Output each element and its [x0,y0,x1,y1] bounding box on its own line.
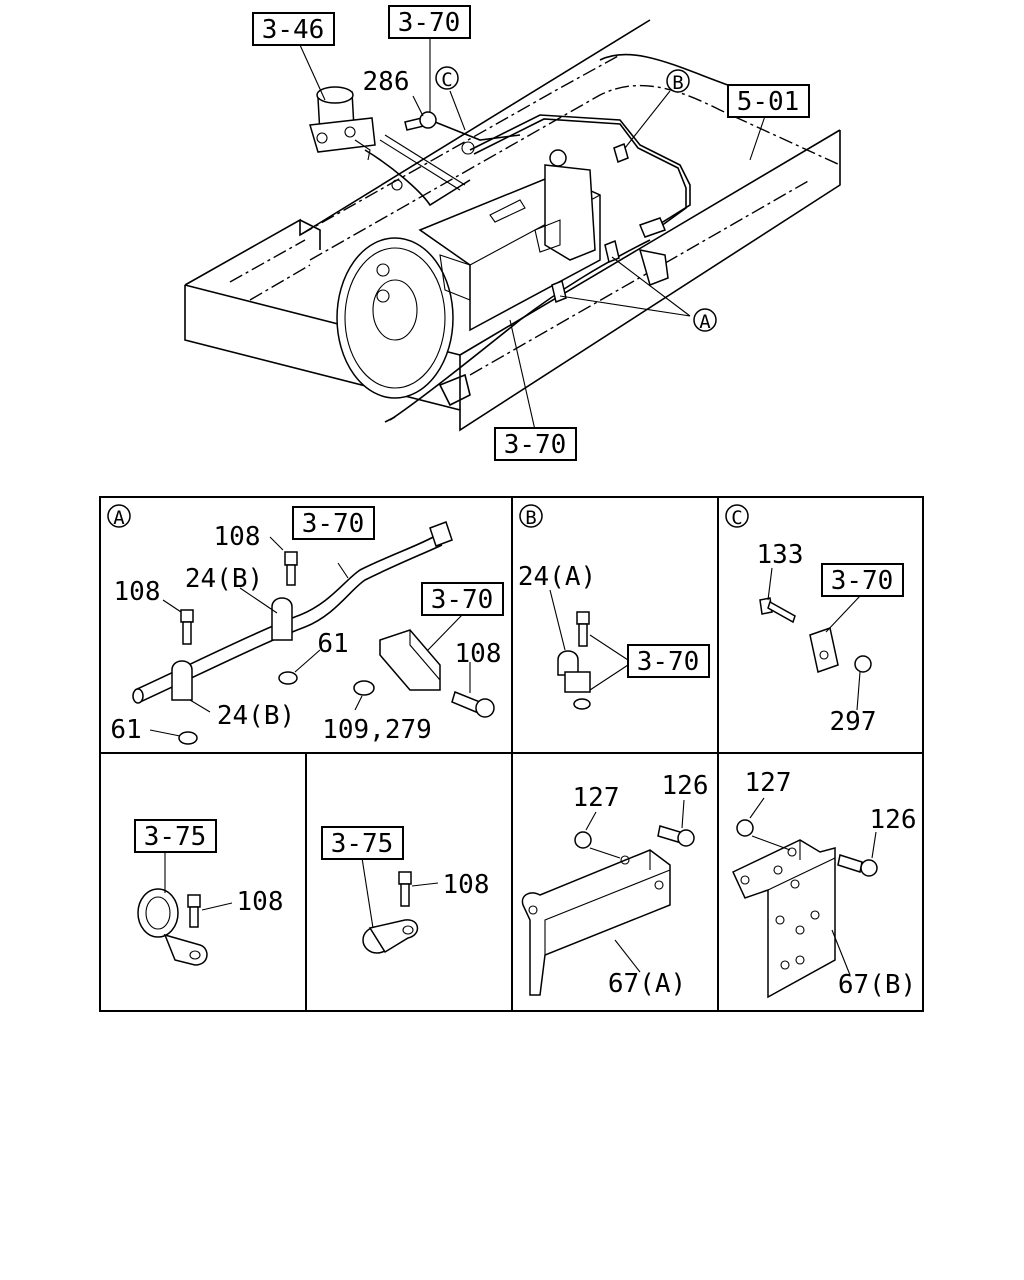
panel-f: 127 126 67(A) [521,771,709,999]
svg-text:108: 108 [237,887,284,917]
svg-text:67(B): 67(B) [838,970,916,1000]
transmission [336,149,601,399]
ref-box-3-70-bottom: 3-70 [494,427,577,461]
svg-text:3-75: 3-75 [144,822,207,852]
svg-text:3-46: 3-46 [262,15,325,45]
panel-a-marker: A [107,504,131,529]
svg-text:24(B): 24(B) [185,564,263,594]
panel-c: C 133 3-70 297 [725,504,904,737]
panel-b-marker: B [519,504,543,529]
panel-a: A 108 108 24(B) [107,504,504,745]
svg-text:108: 108 [455,639,502,669]
svg-text:3-75: 3-75 [331,829,394,859]
detail-grid [99,496,924,1012]
svg-text:297: 297 [830,707,877,737]
callout-B: B [666,69,690,94]
panel-g: 127 126 67(B) [732,768,917,1000]
svg-text:C: C [441,69,452,91]
svg-text:127: 127 [573,783,620,813]
svg-text:3-70: 3-70 [398,8,461,38]
svg-text:126: 126 [870,805,917,835]
svg-text:108: 108 [114,577,161,607]
svg-text:A: A [699,311,711,333]
svg-text:C: C [731,507,742,529]
ref-box-3-46: 3-46 [252,12,335,46]
svg-text:3-70: 3-70 [831,566,894,596]
svg-text:5-01: 5-01 [737,87,800,117]
svg-text:108: 108 [443,870,490,900]
svg-text:67(A): 67(A) [608,969,686,999]
svg-text:126: 126 [662,771,709,801]
svg-text:3-70: 3-70 [302,509,365,539]
svg-text:B: B [672,72,683,94]
fitting-286 [404,111,437,131]
svg-text:3-70: 3-70 [637,647,700,677]
ref-box-3-70-top: 3-70 [388,5,471,39]
svg-text:127: 127 [745,768,792,798]
svg-text:A: A [113,507,125,529]
svg-text:133: 133 [757,540,804,570]
svg-text:24(B): 24(B) [217,701,295,731]
svg-text:61: 61 [110,715,141,745]
label-286: 286 [363,67,410,97]
callout-C: C [435,66,459,91]
panel-e: 3-75 108 [321,826,490,954]
panel-b: B 24(A) 3-70 [518,504,710,710]
top-leaders [299,38,766,431]
svg-text:109,279: 109,279 [322,715,432,745]
air-dryer [309,86,376,161]
svg-text:108: 108 [214,522,261,552]
panel-d: 3-75 108 [134,819,284,966]
ref-box-5-01: 5-01 [727,84,810,118]
svg-text:24(A): 24(A) [518,562,596,592]
svg-text:3-70: 3-70 [431,585,494,615]
svg-text:61: 61 [317,629,348,659]
panel-c-marker: C [725,504,749,529]
callout-A: A [693,308,717,333]
svg-text:3-70: 3-70 [504,430,567,460]
svg-text:B: B [525,507,536,529]
